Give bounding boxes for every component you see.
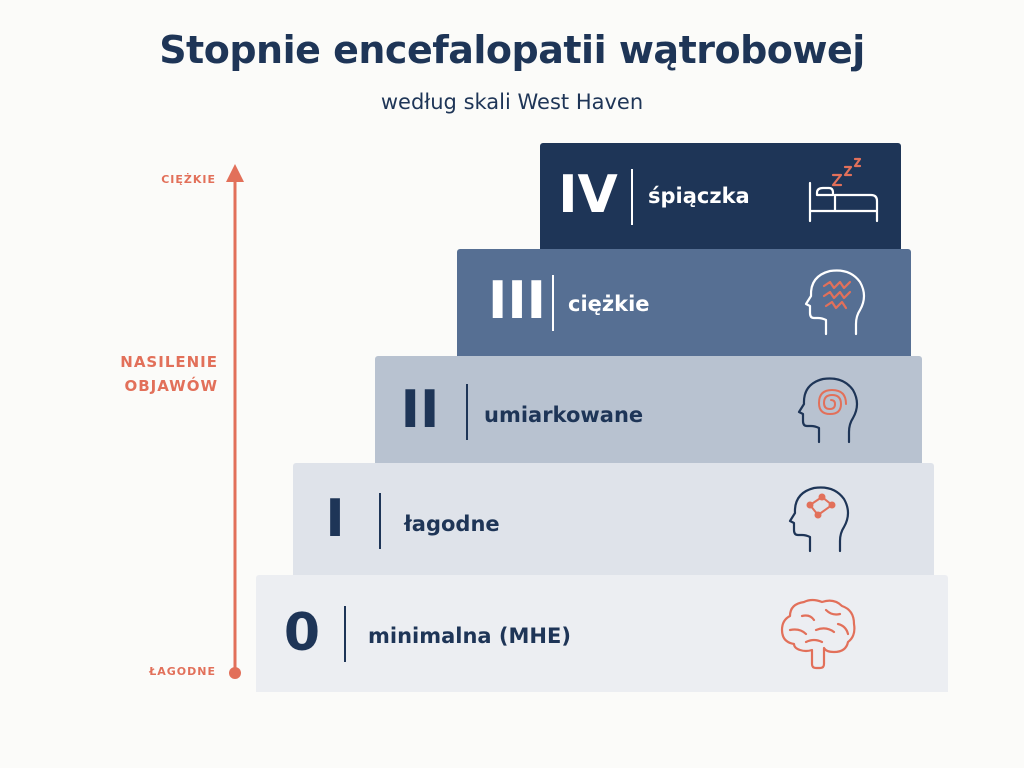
- bed-sleep-icon: [808, 157, 879, 223]
- grade-step-0: 0 minimalna (MHE): [256, 575, 948, 692]
- grade-step-ii: II umiarkowane: [375, 356, 922, 464]
- grade-description: umiarkowane: [484, 403, 644, 427]
- axis-middle-label-line2: OBJAWÓW: [124, 377, 218, 395]
- grade-step-iv: IV śpiączka: [540, 143, 901, 250]
- head-zigzag-icon: [804, 269, 866, 336]
- axis-bottom-label: ŁAGODNE: [149, 665, 216, 678]
- grade-step-iii: III ciężkie: [457, 249, 911, 356]
- grade-numeral: IV: [558, 165, 618, 225]
- grade-divider: [631, 169, 633, 225]
- grade-numeral: III: [487, 271, 547, 331]
- grade-step-i: I łagodne: [293, 463, 934, 576]
- axis-middle-label-line1: NASILENIE: [120, 353, 218, 371]
- brain-icon: [780, 598, 856, 670]
- head-network-icon: [788, 486, 850, 553]
- grade-divider: [344, 606, 346, 662]
- grade-divider: [379, 493, 381, 549]
- page-subtitle: według skali West Haven: [380, 90, 644, 114]
- axis-middle-label: NASILENIE OBJAWÓW: [100, 350, 218, 398]
- head-spiral-icon: [797, 377, 859, 444]
- grade-description: śpiączka: [648, 184, 750, 208]
- page-title: Stopnie encefalopatii wątrobowej: [159, 28, 865, 72]
- grade-divider: [466, 384, 468, 440]
- axis-top-label: CIĘŻKIE: [161, 173, 216, 186]
- grade-numeral: 0: [283, 603, 321, 663]
- grade-description: minimalna (MHE): [368, 624, 571, 648]
- grade-description: łagodne: [404, 512, 500, 536]
- grade-divider: [552, 275, 554, 331]
- grade-description: ciężkie: [568, 292, 650, 316]
- grade-numeral: I: [325, 489, 345, 549]
- axis-arrowhead: [226, 164, 244, 182]
- axis-base-dot: [229, 667, 241, 679]
- grade-numeral: II: [400, 380, 440, 440]
